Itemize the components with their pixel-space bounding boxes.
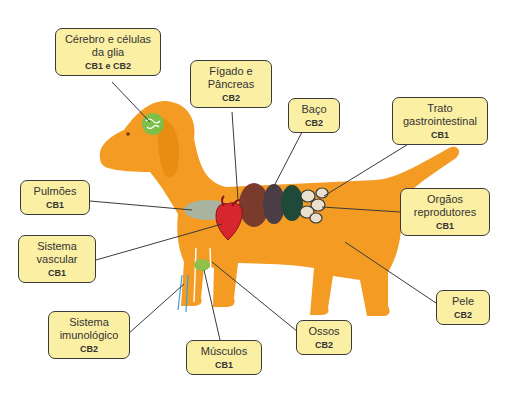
- receptor-type: CB1: [191, 359, 257, 371]
- receptor-type: CB1: [23, 267, 91, 279]
- organ-name: Pele: [441, 295, 485, 308]
- dog-eye: [126, 132, 130, 136]
- organ-name: Fígado e Pâncreas: [195, 65, 267, 91]
- label-box: BaçoCB2: [288, 98, 340, 133]
- label-box: OssosCB2: [296, 320, 352, 355]
- heart-vessels: [222, 196, 240, 206]
- label-box: PeleCB2: [436, 290, 490, 325]
- label-box: PulmõesCB1: [20, 180, 90, 215]
- organ-name: Pulmões: [25, 185, 85, 198]
- heart: [216, 203, 242, 240]
- label-box: Fígado e PâncreasCB2: [190, 60, 272, 108]
- label-box: Sistema vascularCB1: [18, 235, 96, 283]
- label-box: Trato gastrointestinalCB1: [392, 97, 488, 145]
- receptor-type: CB2: [301, 339, 347, 351]
- organ-name: Orgãos reprodutores: [405, 193, 485, 219]
- receptor-type: CB2: [441, 309, 485, 321]
- label-box: Orgãos reprodutoresCB1: [400, 188, 490, 236]
- muscle: [194, 259, 210, 271]
- receptor-type: CB1: [405, 220, 485, 232]
- receptor-type: CB2: [293, 117, 335, 129]
- receptor-type: CB1 e CB2: [60, 60, 156, 72]
- label-box: Sistema imunológicoCB2: [48, 311, 130, 359]
- label-box: MúsculosCB1: [186, 340, 262, 375]
- receptor-type: CB2: [195, 92, 267, 104]
- organ-name: Cérebro e células da glia: [60, 33, 156, 59]
- organ-name: Ossos: [301, 325, 347, 338]
- organ-name: Sistema imunológico: [53, 316, 125, 342]
- organ-name: Sistema vascular: [23, 240, 91, 266]
- organ-name: Trato gastrointestinal: [397, 102, 483, 128]
- leader-lines: [90, 82, 436, 340]
- label-box: Cérebro e células da gliaCB1 e CB2: [55, 28, 161, 76]
- intestines: [300, 188, 328, 223]
- organ-name: Músculos: [191, 345, 257, 358]
- brain: [142, 113, 164, 135]
- immune-lines: [178, 275, 188, 312]
- receptor-type: CB1: [397, 129, 483, 141]
- organ-name: Baço: [293, 103, 335, 116]
- receptor-type: CB1: [25, 199, 85, 211]
- stomach: [281, 185, 303, 221]
- receptor-type: CB2: [53, 343, 125, 355]
